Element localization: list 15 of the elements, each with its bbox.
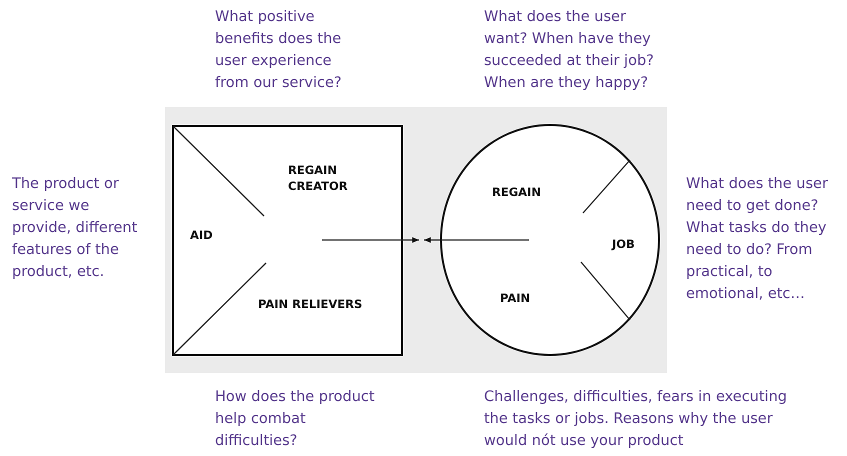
annotation-text: What positive benefits does the user experience from our service? — [215, 8, 343, 93]
annotation-text: Challenges, difficulties, fears in executing the tasks or jobs. Reasons why the user would nót use your product — [484, 388, 788, 451]
annotation-text: What does the user need to get done? What tasks do they need to do? From practical, to emotional, etc… — [686, 175, 829, 304]
section-label: REGAIN CREATOR — [288, 162, 368, 194]
section-label: PAIN — [500, 290, 530, 306]
arrow — [424, 237, 440, 243]
square-frame — [172, 125, 403, 356]
section-label: AID — [190, 227, 213, 243]
arrow — [403, 237, 419, 243]
section-label: JOB — [612, 236, 635, 252]
section-label: PAIN RELIEVERS — [258, 296, 362, 312]
annotation-text: The product or service we provide, different features of the product, etc. — [12, 175, 138, 282]
section-label: REGAIN — [492, 184, 541, 200]
annotation-text: What does the user want? When have they succeeded at their job? When are they happy? — [484, 8, 655, 93]
annotation-text: How does the product help combat difficulties? — [215, 388, 376, 451]
